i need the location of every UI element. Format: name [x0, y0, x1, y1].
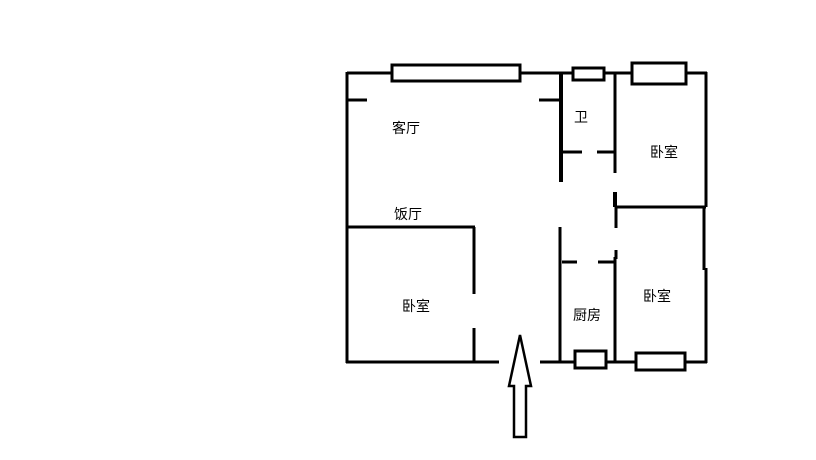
bedroom-bottom-right-window	[634, 351, 687, 372]
entrance-arrow-icon	[507, 334, 533, 439]
walls	[345, 71, 708, 364]
room-labels: 客厅 饭厅 卧室 卫 卧室 厨房 卧室	[392, 110, 678, 324]
label-bathroom: 卫	[574, 110, 588, 126]
bedroom-top-right-window	[630, 61, 688, 86]
kitchen-window	[573, 349, 608, 370]
label-bedroom-bottom-right: 卧室	[643, 288, 671, 305]
windows	[390, 61, 688, 372]
living-room-window	[390, 63, 522, 83]
label-bedroom-left: 卧室	[402, 298, 430, 315]
label-dining-room: 饭厅	[394, 207, 422, 223]
label-bedroom-top-right: 卧室	[650, 144, 678, 161]
label-living-room: 客厅	[392, 120, 420, 137]
bathroom-window	[571, 66, 606, 82]
label-kitchen: 厨房	[573, 308, 601, 324]
